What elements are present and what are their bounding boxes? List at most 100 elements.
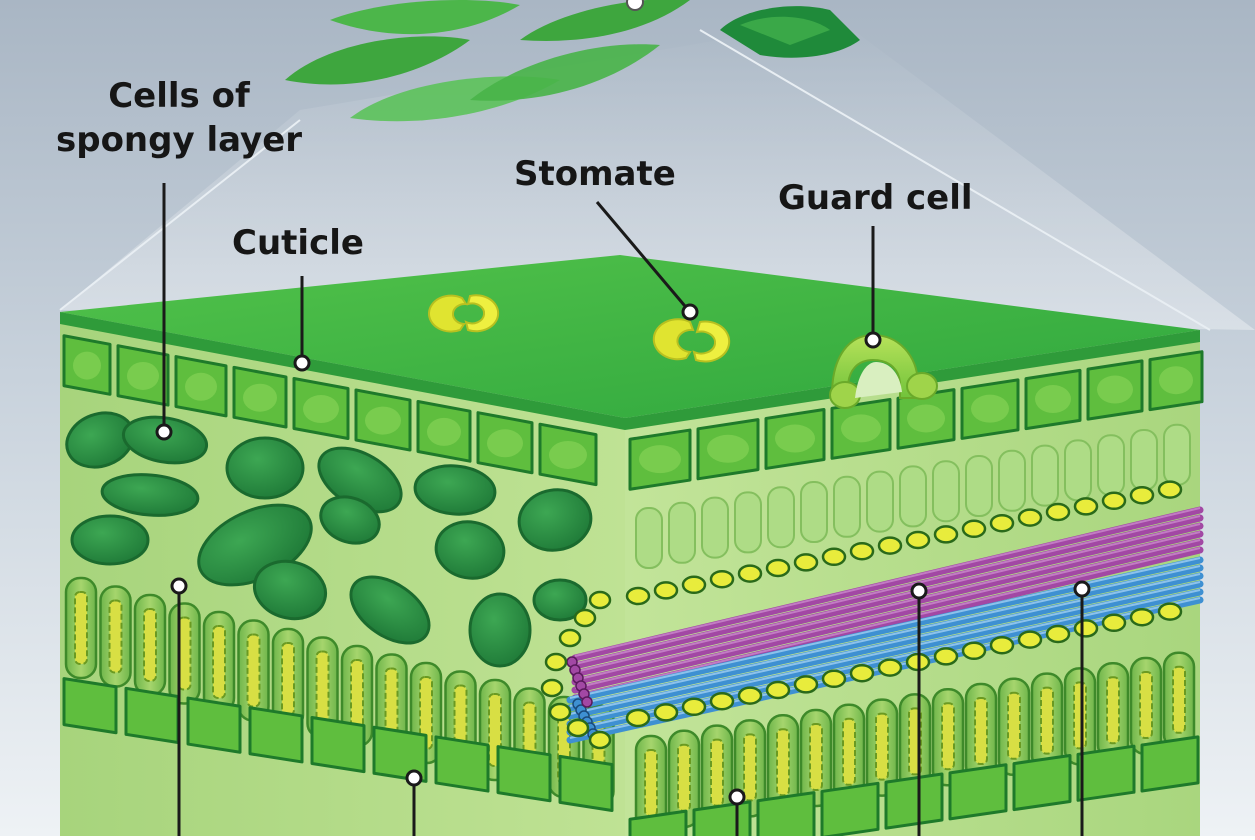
chloroplast: [681, 575, 707, 595]
epidermis-cell: [62, 677, 118, 735]
stomate-icon: [428, 294, 731, 363]
palisade-cell: [1097, 434, 1125, 497]
spongy-cell: [413, 464, 497, 516]
guard-cell-icon: [829, 333, 938, 409]
lower-epidermis-left: [62, 677, 614, 813]
label-guard-cell: Guard cell: [778, 178, 973, 218]
chloroplast: [653, 581, 679, 600]
spongy-cell: [434, 520, 506, 580]
epidermis-cell: [820, 781, 880, 839]
chloroplast: [1129, 485, 1155, 505]
spongy-cell: [252, 559, 328, 621]
chloroplast: [849, 663, 875, 683]
spongy-cell: [349, 575, 431, 645]
chloroplast: [877, 658, 903, 677]
epidermis-cell: [186, 696, 242, 754]
spongy-cell: [100, 473, 200, 517]
chloroplast: [961, 641, 987, 661]
epidermis-cell: [948, 763, 1008, 821]
palisade-cell: [965, 455, 993, 517]
chloroplast: [821, 669, 847, 689]
chloroplast: [681, 697, 707, 717]
xylem-tube: [571, 514, 1204, 670]
chloroplast: [793, 675, 819, 694]
chloroplast: [961, 519, 987, 539]
palisade-cell: [833, 475, 861, 538]
chloroplast: [1045, 624, 1071, 644]
palisade-cell: [635, 507, 663, 569]
epidermis-cell: [1076, 744, 1136, 802]
label-stomate: Stomate: [514, 154, 676, 194]
epidermis-cell: [558, 754, 614, 813]
chloroplast: [989, 513, 1015, 533]
chloroplast: [905, 530, 931, 550]
palisade-right-upper: [625, 423, 1191, 606]
chloroplast: [1045, 502, 1071, 522]
chloroplast: [1017, 508, 1043, 527]
chloroplast: [1017, 630, 1043, 649]
chloroplast: [625, 708, 651, 728]
chloroplast: [877, 536, 903, 555]
xylem-tube: [571, 522, 1204, 678]
phloem-tube: [566, 556, 1204, 704]
lower-epidermis-right: [628, 735, 1200, 840]
spongy-cell: [70, 514, 150, 566]
chloroplast: [821, 547, 847, 567]
chloroplast: [765, 680, 791, 700]
chloroplast: [1129, 607, 1155, 627]
palisade-right-lower: [625, 602, 1196, 834]
label-spongy-line2: spongy layer: [56, 120, 303, 160]
epidermis-cell: [884, 772, 944, 830]
palisade-cell: [734, 491, 762, 554]
phloem-tube: [566, 564, 1204, 712]
epidermis-cell: [1012, 753, 1072, 812]
spongy-cell: [319, 495, 381, 545]
epidermis-cell: [628, 809, 688, 840]
palisade-cell: [1064, 439, 1092, 502]
epidermis-cell: [310, 715, 366, 774]
xylem-tube: [571, 538, 1204, 694]
epidermis-cell: [1140, 735, 1200, 793]
chloroplast: [709, 569, 735, 589]
label-cells-of-spongy-layer: Cells of spongy layer: [56, 74, 302, 162]
palisade-cell: [668, 501, 696, 564]
magnification-beam: [60, 20, 1255, 330]
phloem-tube: [566, 572, 1204, 720]
chloroplast: [625, 586, 651, 606]
epidermis-cell: [434, 735, 490, 793]
leaf-icon: [285, 0, 860, 122]
upper-epidermis-left: [62, 334, 598, 487]
cuticle-edge-left: [60, 312, 625, 430]
epidermis-cell: [248, 706, 304, 764]
chloroplast: [1157, 480, 1183, 499]
epidermis-cell: [124, 686, 180, 744]
label-cuticle: Cuticle: [232, 223, 364, 263]
chloroplast: [765, 558, 791, 578]
label-spongy-line1: Cells of: [108, 76, 250, 116]
pointer-lines: [155, 183, 1091, 836]
chloroplast: [1101, 613, 1127, 633]
epidermis-cell: [496, 745, 552, 803]
xylem-tube: [571, 506, 1204, 662]
spongy-cell: [517, 488, 593, 552]
chloroplast: [1073, 497, 1099, 516]
palisade-cell: [767, 486, 795, 549]
palisade-cell: [866, 470, 894, 533]
chloroplast: [1101, 491, 1127, 511]
phloem-tube: [566, 580, 1204, 728]
chloroplast: [849, 541, 875, 561]
chloroplast: [737, 564, 763, 583]
palisade-cell: [701, 496, 729, 559]
top-face: [60, 255, 1200, 418]
palisade-cell: [899, 465, 927, 528]
spongy-cell: [468, 592, 532, 668]
palisade-cell: [1130, 429, 1158, 491]
chloroplast: [653, 703, 679, 722]
chloroplast: [737, 686, 763, 705]
chloroplast: [709, 691, 735, 711]
chloroplast: [793, 553, 819, 572]
chloroplast: [1073, 619, 1099, 638]
palisade-cell: [932, 460, 960, 523]
